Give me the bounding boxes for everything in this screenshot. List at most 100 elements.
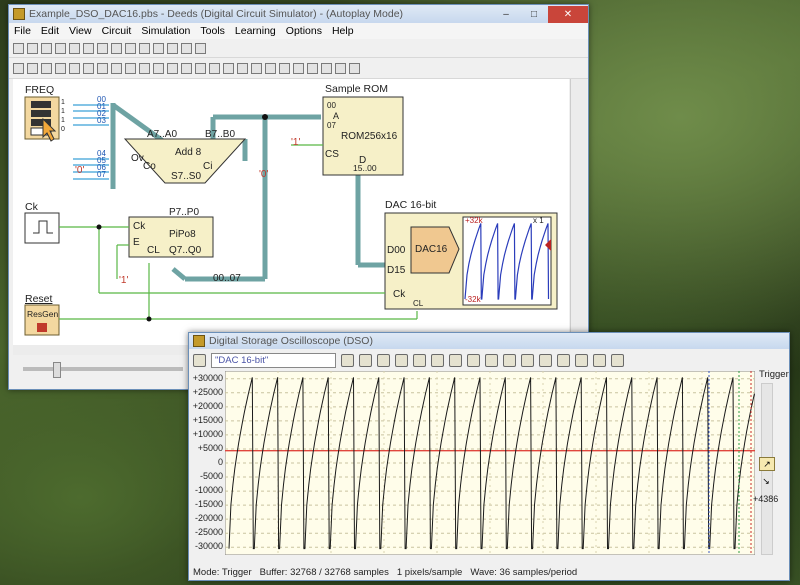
save-icon[interactable] <box>557 353 570 367</box>
circuit-canvas[interactable]: FREQ 1 1 1 0 00 01 02 03 04 05 06 07 A7.… <box>13 79 569 345</box>
trigger-panel: Trigger ↗ ↘ +4386 <box>753 367 789 563</box>
component-register-icon[interactable] <box>125 62 136 74</box>
menu-learning[interactable]: Learning <box>234 25 276 37</box>
component-label-icon[interactable] <box>335 62 346 74</box>
minimize-button[interactable]: – <box>503 8 509 20</box>
rom-d-label: D <box>359 155 367 166</box>
undo-icon[interactable] <box>69 42 80 54</box>
maximize-button[interactable]: □ <box>530 8 538 20</box>
main-title-bar[interactable]: Example_DSO_DAC16.pbs - Deeds (Digital C… <box>9 5 588 23</box>
adder-a-label: A7..A0 <box>147 129 178 140</box>
dso-plot-area[interactable] <box>225 371 755 555</box>
dso-toolbar: "DAC 16-bit" <box>189 349 789 371</box>
app-icon <box>13 8 25 20</box>
zoom-out-icon[interactable] <box>139 42 150 54</box>
component-nand-gate-icon[interactable] <box>41 62 52 74</box>
component-xor-gate-icon[interactable] <box>69 62 80 74</box>
component-text-icon[interactable] <box>349 62 360 74</box>
save-icon[interactable] <box>41 42 52 54</box>
component-bus-icon[interactable] <box>321 62 332 74</box>
component-nor-gate-icon[interactable] <box>55 62 66 74</box>
hand-icon[interactable] <box>167 42 178 54</box>
zoom-in-icon[interactable] <box>125 42 136 54</box>
component-and-gate-icon[interactable] <box>13 62 24 74</box>
component-decoder-icon[interactable] <box>167 62 178 74</box>
main-window: Example_DSO_DAC16.pbs - Deeds (Digital C… <box>8 4 589 390</box>
print-icon[interactable] <box>521 353 534 367</box>
note-icon[interactable] <box>593 353 606 367</box>
zoom-x-fit-icon[interactable] <box>503 353 516 367</box>
open-file-icon[interactable] <box>27 42 38 54</box>
component-display-icon[interactable] <box>293 62 304 74</box>
rising-edge-icon[interactable]: ↗ <box>759 457 775 471</box>
reg-q-label: Q7..Q0 <box>169 245 202 256</box>
trigger-mode-icon[interactable] <box>359 353 372 367</box>
component-switch-icon[interactable] <box>265 62 276 74</box>
menu-options[interactable]: Options <box>285 25 322 37</box>
menu-file[interactable]: File <box>14 25 31 37</box>
zoom-slider[interactable] <box>23 362 183 378</box>
waveform-trace <box>228 377 755 550</box>
new-file-icon[interactable] <box>13 42 24 54</box>
zoom-in-icon[interactable] <box>413 353 426 367</box>
component-led-icon[interactable] <box>279 62 290 74</box>
component-rom-icon[interactable] <box>195 62 206 74</box>
cursor-icon[interactable] <box>341 353 354 367</box>
adder-block[interactable] <box>123 138 247 184</box>
dac-cl: CL <box>413 299 424 308</box>
zoom-x-out-icon[interactable] <box>485 353 498 367</box>
reg-name: PiPo8 <box>169 229 196 240</box>
dac-top-value: +32k <box>465 216 483 225</box>
register-block[interactable] <box>128 216 214 258</box>
paste-icon[interactable] <box>111 42 122 54</box>
copy-icon[interactable] <box>97 42 108 54</box>
print-icon[interactable] <box>55 42 66 54</box>
component-or-gate-icon[interactable] <box>27 62 38 74</box>
falling-edge-icon[interactable]: ↘ <box>762 476 770 486</box>
zoom-reset-icon[interactable] <box>449 353 462 367</box>
clock-source[interactable] <box>24 212 60 244</box>
component-clock-icon[interactable] <box>251 62 262 74</box>
component-buffer-icon[interactable] <box>97 62 108 74</box>
menu-view[interactable]: View <box>69 25 92 37</box>
rom-block[interactable] <box>322 96 404 176</box>
menu-tools[interactable]: Tools <box>200 25 225 37</box>
zoom-out-icon[interactable] <box>431 353 444 367</box>
zoom-fit-icon[interactable] <box>153 42 164 54</box>
reg-ck: Ck <box>133 221 146 232</box>
run-icon[interactable] <box>181 42 192 54</box>
zoom-slider-thumb[interactable] <box>53 362 61 378</box>
cut-icon[interactable] <box>83 42 94 54</box>
trigger-edge-icon[interactable] <box>377 353 390 367</box>
dac-mini-waveform <box>464 223 550 300</box>
dac-name: DAC16 <box>415 244 448 255</box>
zoom-x-in-icon[interactable] <box>467 353 480 367</box>
component-output-icon[interactable] <box>237 62 248 74</box>
menu-circuit[interactable]: Circuit <box>101 25 132 37</box>
probe-icon[interactable] <box>193 353 206 367</box>
menu-simulation[interactable]: Simulation <box>141 25 191 37</box>
dso-title-bar[interactable]: Digital Storage Oscilloscope (DSO) <box>189 333 789 349</box>
y-tick-label: 0 <box>217 456 223 467</box>
horizontal-expand-icon[interactable] <box>395 353 408 367</box>
copy-icon[interactable] <box>539 353 552 367</box>
menu-edit[interactable]: Edit <box>40 25 60 37</box>
close-button[interactable]: ✕ <box>548 5 588 23</box>
component-input-icon[interactable] <box>223 62 234 74</box>
refresh-icon[interactable] <box>611 353 624 367</box>
component-flip-flop-icon[interactable] <box>111 62 122 74</box>
component-counter-icon[interactable] <box>139 62 150 74</box>
component-ram-icon[interactable] <box>209 62 220 74</box>
channel-select[interactable]: "DAC 16-bit" <box>211 352 336 368</box>
clock-label: Ck <box>25 201 38 213</box>
component-dac-icon[interactable] <box>307 62 318 74</box>
animation-icon[interactable] <box>195 42 206 54</box>
circuit-vertical-scrollbar[interactable] <box>570 79 587 345</box>
component-mux-icon[interactable] <box>153 62 164 74</box>
menu-help[interactable]: Help <box>331 25 354 37</box>
component-not-gate-icon[interactable] <box>83 62 94 74</box>
export-icon[interactable] <box>575 353 588 367</box>
dso-window-title: Digital Storage Oscilloscope (DSO) <box>209 335 373 347</box>
rom-title: Sample ROM <box>325 83 389 95</box>
component-adder-icon[interactable] <box>181 62 192 74</box>
